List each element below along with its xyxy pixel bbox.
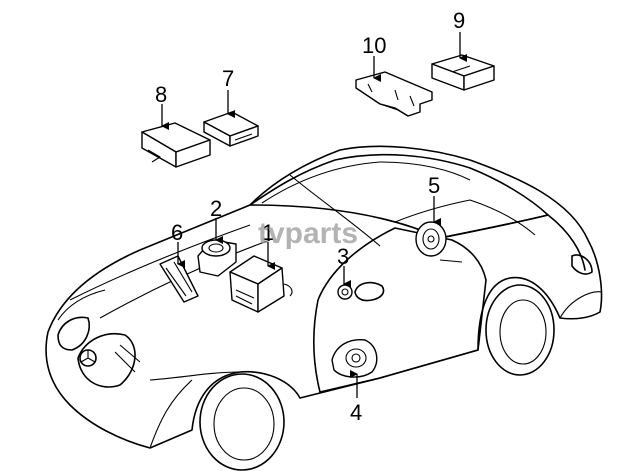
callout-leaders [161,32,467,398]
part-1-amplifier [229,255,293,313]
callout-10: 10 [362,33,386,58]
callout-9: 9 [453,8,465,33]
watermark: tvparts [258,217,358,250]
part-3-tweeter [337,284,353,300]
part-10-bracket [355,71,433,117]
part-7-module [203,111,259,147]
part-2-speaker [197,239,237,277]
car-outline [45,145,603,471]
callout-6: 6 [171,220,183,245]
callout-1: 1 [262,220,274,245]
callout-7: 7 [222,66,234,91]
callout-2: 2 [210,196,222,221]
part-6-panel [159,255,199,303]
part-4-speaker [331,338,378,378]
part-9-module [431,54,495,91]
callout-3: 3 [337,244,349,269]
callout-8: 8 [155,82,167,107]
part-5-speaker [415,221,447,257]
callout-4: 4 [350,400,362,425]
callout-5: 5 [428,173,440,198]
part-8-module [141,122,211,168]
